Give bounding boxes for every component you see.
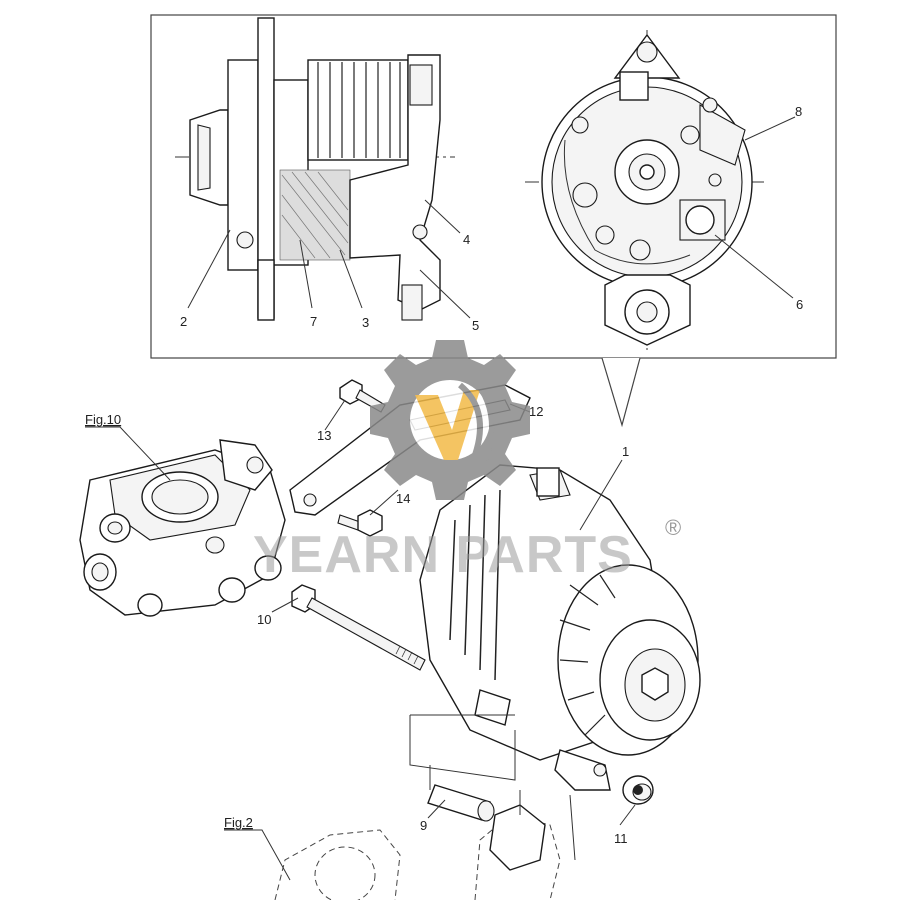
inset-pointer bbox=[601, 357, 641, 428]
alternator-cross-section bbox=[175, 17, 455, 321]
pump-housing bbox=[79, 439, 286, 617]
callout-14: 14 bbox=[396, 491, 410, 506]
bushing-11 bbox=[622, 775, 654, 805]
alternator-main bbox=[419, 464, 701, 791]
callout-6: 6 bbox=[796, 297, 803, 312]
watermark-text: YEARN PARTS bbox=[253, 526, 633, 584]
callout-10: 10 bbox=[257, 612, 271, 627]
gear-logo-icon bbox=[370, 340, 530, 500]
callout-3: 3 bbox=[362, 315, 369, 330]
watermark-logo: YEARN PARTS ® bbox=[253, 340, 681, 584]
bolt-14 bbox=[337, 509, 383, 537]
callout-labels: 1 2 3 4 5 6 7 8 9 10 11 12 13 14 Fig.10 … bbox=[85, 104, 803, 846]
callout-7: 7 bbox=[310, 314, 317, 329]
callout-11: 11 bbox=[614, 831, 628, 846]
callout-4: 4 bbox=[463, 232, 470, 247]
spacer-9 bbox=[427, 784, 495, 822]
callout-2: 2 bbox=[180, 314, 187, 329]
callout-12: 12 bbox=[529, 404, 543, 419]
callout-1: 1 bbox=[622, 444, 629, 459]
fig2-reference: Fig.2 bbox=[224, 815, 253, 830]
alternator-rear-view bbox=[525, 30, 765, 350]
long-bolt bbox=[291, 584, 426, 671]
fig10-reference: Fig.10 bbox=[85, 412, 121, 427]
registered-mark: ® bbox=[665, 515, 681, 540]
alignment-lines bbox=[409, 714, 576, 861]
callout-13: 13 bbox=[317, 428, 331, 443]
callout-9: 9 bbox=[420, 818, 427, 833]
callout-5: 5 bbox=[472, 318, 479, 333]
engine-block-fragment bbox=[274, 804, 561, 900]
callout-8: 8 bbox=[795, 104, 802, 119]
